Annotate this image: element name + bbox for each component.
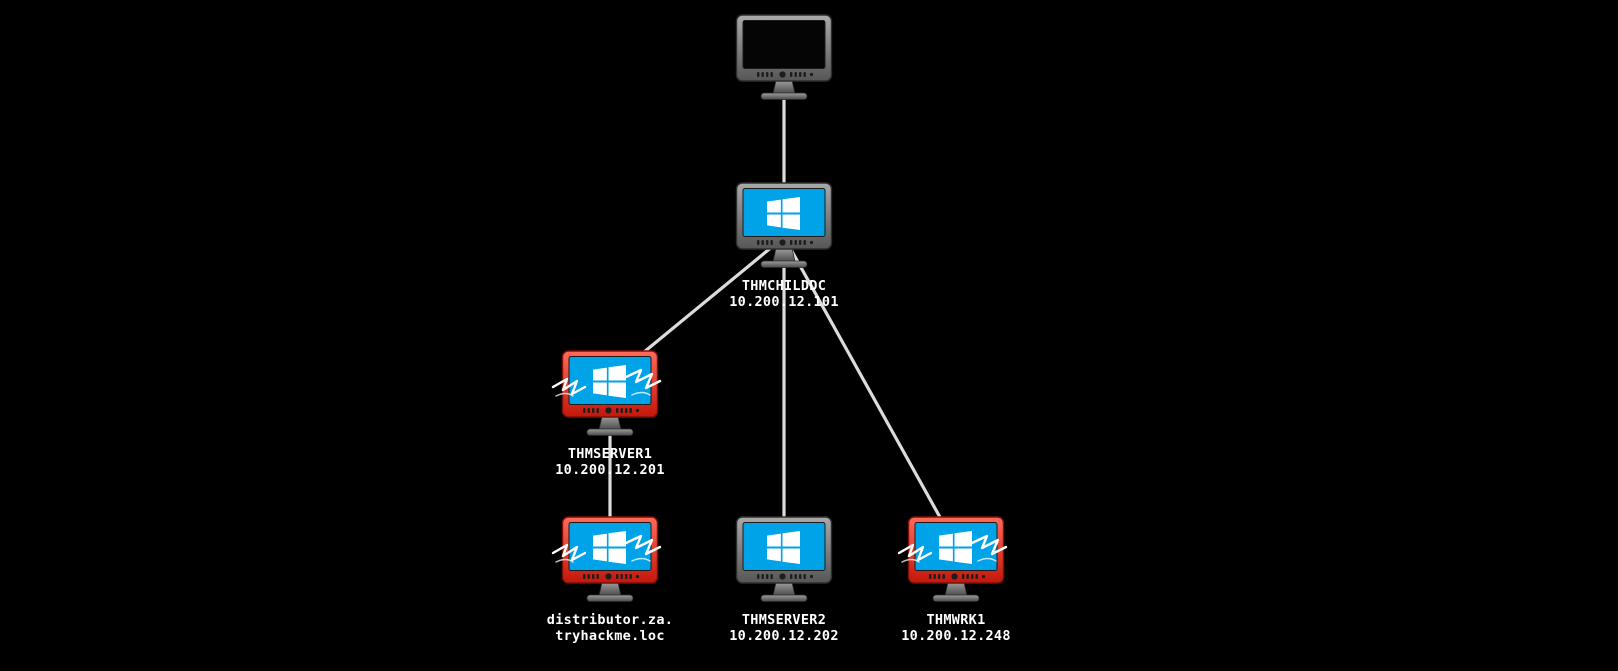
monitor-screen	[742, 20, 826, 69]
node-label-distributor: distributor.za.tryhackme.loc	[500, 612, 720, 644]
monitor-controls	[929, 573, 986, 580]
edge-thmchilddc-thmwrk1	[782, 235, 958, 548]
node-distributor	[551, 516, 662, 608]
monitor-base	[586, 594, 634, 602]
node-hostname: distributor.za.	[546, 612, 674, 628]
monitor-off-icon	[735, 14, 833, 100]
windows-monitor-icon	[551, 350, 662, 436]
node-hostname: THMCHILDDC	[741, 278, 827, 294]
windows-logo-icon	[593, 365, 626, 398]
node-address: 10.200.12.248	[901, 628, 1011, 644]
monitor-base	[932, 594, 980, 602]
monitor-base	[760, 260, 808, 268]
monitor-stand	[944, 581, 968, 597]
monitor-stand	[772, 581, 796, 597]
node-thmserver1	[551, 350, 662, 442]
monitor-stand	[772, 247, 796, 263]
windows-monitor-icon	[735, 516, 833, 602]
windows-monitor-icon	[897, 516, 1008, 602]
monitor-base	[760, 92, 808, 100]
monitor-stand	[772, 79, 796, 95]
node-hostname: THMWRK1	[926, 612, 986, 628]
node-thmchilddc	[734, 182, 834, 274]
monitor-controls	[757, 239, 814, 246]
lightning-icon	[897, 534, 1008, 563]
lightning-icon	[551, 368, 662, 397]
node-address: 10.200.12.101	[729, 294, 839, 310]
monitor-base	[586, 428, 634, 436]
node-thmwrk1	[897, 516, 1008, 608]
node-address: 10.200.12.202	[729, 628, 839, 644]
node-hostname: THMSERVER2	[741, 612, 827, 628]
monitor-stand	[598, 415, 622, 431]
node-thmserver2	[734, 516, 834, 608]
monitor-controls	[583, 407, 640, 414]
monitor-controls	[583, 573, 640, 580]
lightning-icon	[551, 534, 662, 563]
windows-logo-icon	[593, 531, 626, 564]
node-attacker	[734, 14, 834, 106]
node-address: tryhackme.loc	[555, 628, 665, 644]
windows-monitor-icon	[735, 182, 833, 268]
windows-logo-icon	[767, 197, 800, 230]
monitor-base	[760, 594, 808, 602]
monitor-controls	[757, 573, 814, 580]
windows-logo-icon	[767, 531, 800, 564]
monitor-stand	[598, 581, 622, 597]
monitor-controls	[757, 71, 814, 78]
windows-logo-icon	[939, 531, 972, 564]
node-address: 10.200.12.201	[555, 462, 665, 478]
node-hostname: THMSERVER1	[567, 446, 653, 462]
windows-monitor-icon	[551, 516, 662, 602]
